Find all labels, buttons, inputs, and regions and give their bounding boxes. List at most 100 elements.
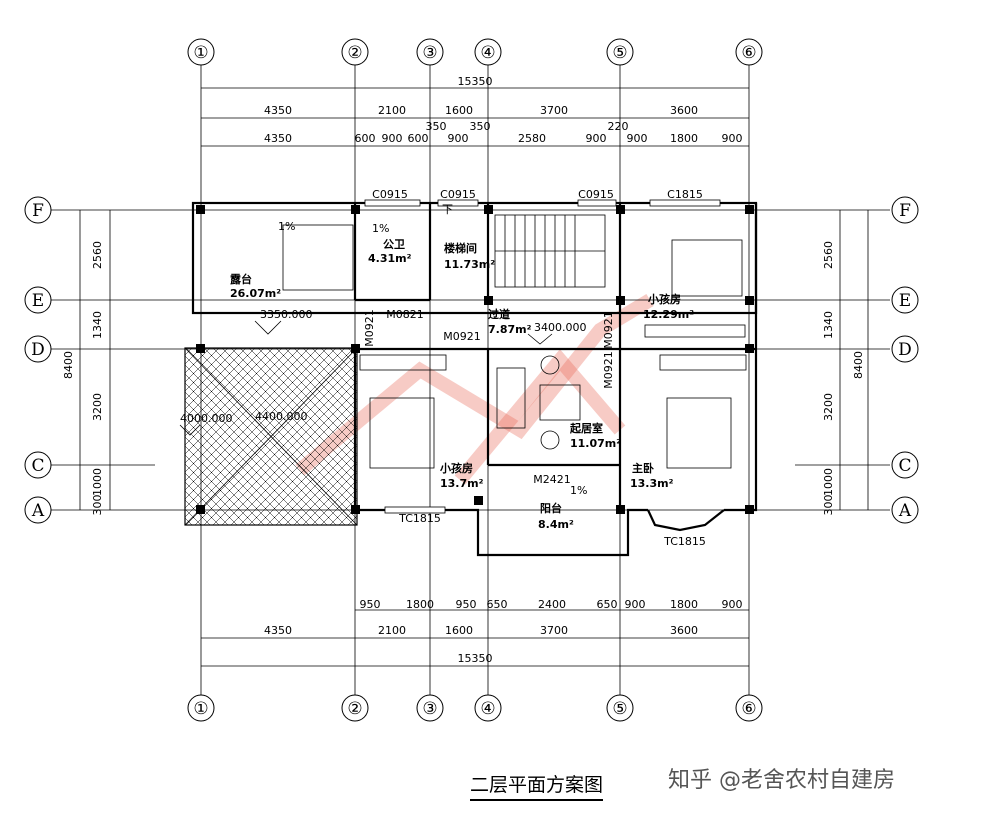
- window-label-c0915-3: C0915: [578, 188, 614, 201]
- window-label-c0915-2: C0915: [440, 188, 476, 201]
- dim-top-r2-4: 600: [408, 132, 429, 145]
- dim-bot-r1-4: 650: [487, 598, 508, 611]
- room-area-public-bath: 4.31m²: [368, 252, 412, 265]
- window-label-tc1815-2: TC1815: [663, 535, 706, 548]
- dim-top-r2-8: 2580: [518, 132, 546, 145]
- grid-col-5-top: ⑤: [612, 43, 627, 63]
- room-area-kids-room-2: 13.7m²: [440, 477, 484, 490]
- dim-right-total: 8400: [852, 351, 865, 379]
- dim-top-r1-2: 2100: [378, 104, 406, 117]
- grid-row-f-right: F: [899, 201, 911, 221]
- dim-right-5: 300: [822, 495, 835, 516]
- room-name-stairwell: 楼梯间: [444, 241, 477, 255]
- dim-bot-r1-8: 1800: [670, 598, 698, 611]
- window-marks: [364, 199, 721, 514]
- dim-bot-r2-4: 3700: [540, 624, 568, 637]
- dim-top-r2-11: 900: [627, 132, 648, 145]
- dim-top-total: 15350: [458, 75, 493, 88]
- grid-col-4-top: ④: [480, 43, 495, 63]
- slope-3: 1%: [570, 484, 587, 497]
- dim-top-r2-7: 350: [470, 120, 491, 133]
- dim-left-5: 300: [91, 495, 104, 516]
- dim-top-r2-1: 4350: [264, 132, 292, 145]
- dim-top-r2-9: 900: [586, 132, 607, 145]
- room-area-living: 11.07m²: [570, 437, 621, 450]
- level-3400: 3400.000: [534, 321, 587, 334]
- room-name-corridor: 过道: [488, 307, 510, 321]
- dim-top-r2-6: 900: [448, 132, 469, 145]
- dim-top-r1-1: 4350: [264, 104, 292, 117]
- grid-col-1-top: ①: [193, 43, 208, 63]
- room-area-balcony: 8.4m²: [538, 518, 574, 531]
- room-area-kids-room-1: 12.29m²: [643, 308, 694, 321]
- dim-right-4: 1000: [822, 468, 835, 496]
- slope-1: 1%: [278, 220, 295, 233]
- level-3350: 3350.000: [260, 308, 313, 321]
- dim-top-r2-2: 600: [355, 132, 376, 145]
- grid-row-a-left: A: [31, 501, 45, 521]
- room-name-master-bedroom: 主卧: [632, 461, 654, 475]
- grid-row-d-left: D: [31, 340, 45, 360]
- room-name-public-bath: 公卫: [383, 238, 405, 251]
- dim-top-r2-3: 900: [382, 132, 403, 145]
- level-triangles: [179, 320, 553, 436]
- grid-col-4-bottom: ④: [480, 699, 495, 719]
- grid-col-6-bottom: ⑥: [741, 699, 756, 719]
- door-label-m0921-1: M0921: [363, 309, 376, 347]
- level-4400: 4400.000: [255, 410, 308, 423]
- grid-row-d-right: D: [898, 340, 912, 360]
- grid-col-bubbles-top: [187, 38, 763, 66]
- dim-top-r1-3: 1600: [445, 104, 473, 117]
- dim-bot-r1-1: 950: [360, 598, 381, 611]
- room-name-living: 起居室: [569, 421, 603, 435]
- room-name-terrace: 露台: [230, 272, 252, 286]
- dim-top-r2-12: 1800: [670, 132, 698, 145]
- dim-left-3: 3200: [91, 393, 104, 421]
- dim-bot-r1-3: 950: [456, 598, 477, 611]
- dim-left-4: 1000: [91, 468, 104, 496]
- grid-col-5-bottom: ⑤: [612, 699, 627, 719]
- window-label-c0915-1: C0915: [372, 188, 408, 201]
- grid-col-2-bottom: ②: [347, 699, 362, 719]
- grid-row-e-right: E: [899, 291, 911, 311]
- dim-left-2: 1340: [91, 311, 104, 339]
- door-label-m0821: M0821: [386, 308, 424, 321]
- room-name-kids-room-1: 小孩房: [647, 292, 681, 306]
- dim-bot-total: 15350: [458, 652, 493, 665]
- room-area-master-bedroom: 13.3m²: [630, 477, 674, 490]
- dim-top-r2-13: 900: [722, 132, 743, 145]
- dim-top-r2-10: 220: [608, 120, 629, 133]
- dim-bot-r1-9: 900: [722, 598, 743, 611]
- watermark: [295, 293, 654, 485]
- drawing-title: 二层平面方案图: [470, 770, 604, 801]
- grid-col-2-top: ②: [347, 43, 362, 63]
- grid-col-3-bottom: ③: [422, 699, 437, 719]
- slope-2: 1%: [372, 222, 389, 235]
- door-label-m2421: M2421: [533, 473, 571, 486]
- dim-bot-r2-2: 2100: [378, 624, 406, 637]
- grid-col-1-bottom: ①: [193, 699, 208, 719]
- grid-col-6-top: ⑥: [741, 43, 756, 63]
- dimension-lines: [79, 87, 869, 667]
- dim-bot-r1-2: 1800: [406, 598, 434, 611]
- room-area-corridor: 7.87m²: [488, 323, 532, 336]
- dim-bot-r1-6: 650: [597, 598, 618, 611]
- grid-col-bubbles-bottom: [187, 694, 763, 722]
- window-label-tc1815-1: TC1815: [398, 512, 441, 525]
- grid-row-f-left: F: [32, 201, 44, 221]
- furniture: [282, 224, 747, 469]
- door-label-m0921-2: M0921: [443, 330, 481, 343]
- room-name-kids-room-2: 小孩房: [439, 461, 473, 475]
- room-name-balcony: 阳台: [540, 501, 562, 515]
- dim-bot-r1-7: 900: [625, 598, 646, 611]
- grid-row-a-right: A: [898, 501, 912, 521]
- columns: [196, 205, 754, 514]
- stair-down-mark: 下: [442, 203, 453, 216]
- dim-bot-r2-3: 1600: [445, 624, 473, 637]
- dim-right-3: 3200: [822, 393, 835, 421]
- dim-bot-r1-5: 2400: [538, 598, 566, 611]
- stairs: [494, 214, 606, 288]
- door-label-m0921-3: M0921: [602, 311, 615, 349]
- dim-right-2: 1340: [822, 311, 835, 339]
